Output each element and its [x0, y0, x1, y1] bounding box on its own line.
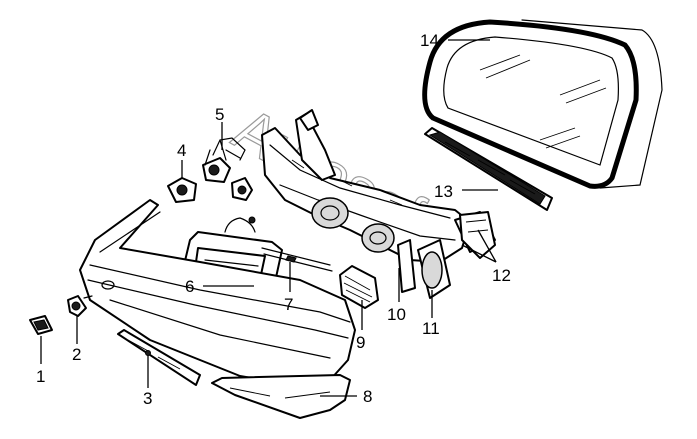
fog-lamp-assembly	[167, 137, 253, 203]
clip-1	[29, 315, 53, 335]
callout-1: 1	[36, 367, 45, 386]
grille-strip	[261, 247, 333, 272]
bumper-strip-left	[117, 329, 201, 386]
leader-lines	[40, 39, 498, 397]
callout-14: 14	[420, 31, 439, 50]
callout-3: 3	[143, 389, 152, 408]
front-bumper	[79, 199, 356, 387]
callout-labels: 1 2 3 4 5 6 7 8 9 10 11 12 13 14	[36, 31, 511, 408]
indicator-lamp	[339, 265, 379, 309]
bumper-strip-right	[211, 374, 351, 419]
callout-7: 7	[284, 295, 293, 314]
callout-5: 5	[215, 105, 224, 124]
front-panel	[261, 109, 496, 299]
callout-13: 13	[434, 182, 453, 201]
callout-9: 9	[356, 333, 365, 352]
callout-2: 2	[72, 345, 81, 364]
callout-4: 4	[177, 141, 186, 160]
callout-11: 11	[422, 319, 440, 338]
windscreen	[422, 19, 663, 189]
windscreen-trim-strip	[424, 127, 553, 211]
callout-6: 6	[185, 277, 194, 296]
callout-10: 10	[387, 305, 406, 324]
side-bracket	[459, 211, 496, 259]
clip-2	[67, 295, 93, 317]
callout-8: 8	[363, 387, 372, 406]
callout-12: 12	[492, 266, 511, 285]
